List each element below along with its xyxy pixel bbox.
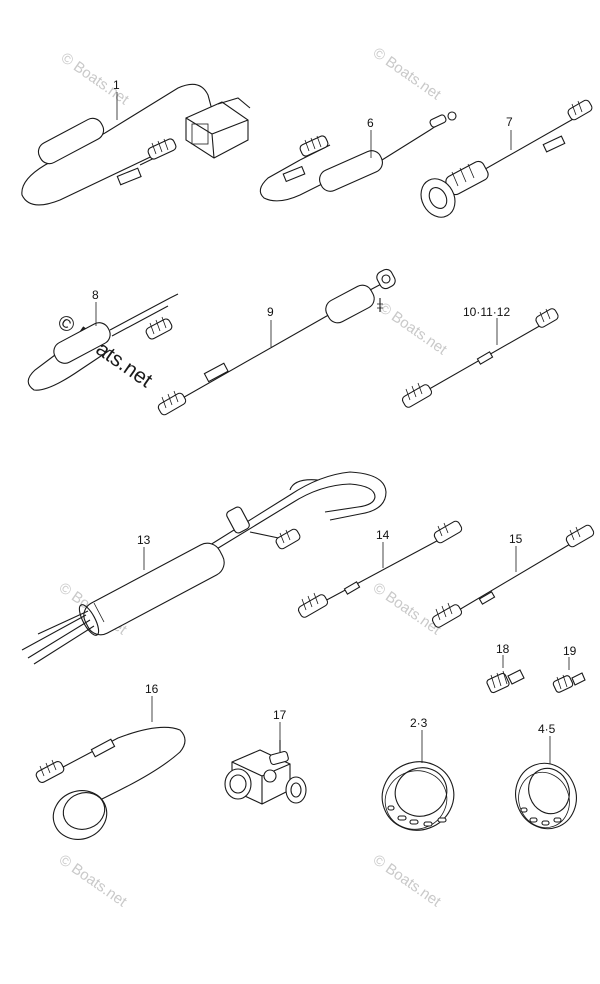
label-part-15: 15 — [509, 532, 523, 546]
label-part-14: 14 — [376, 528, 390, 542]
part-17-t-connector — [224, 740, 307, 805]
part-18-plug — [486, 669, 525, 694]
label-part-10-11-12: 10·11·12 — [463, 305, 510, 319]
label-part-17: 17 — [273, 708, 287, 722]
label-part-8: 8 — [92, 288, 99, 302]
label-part-13: 13 — [137, 533, 151, 547]
part-16-cable-with-cap — [35, 726, 186, 840]
part-13-harness — [21, 471, 387, 665]
part-14-cable — [297, 520, 463, 618]
label-part-16: 16 — [145, 682, 159, 696]
label-part-2-3: 2·3 — [410, 716, 428, 730]
label-part-4-5: 4·5 — [538, 722, 556, 736]
part-19-plug — [552, 672, 586, 693]
label-part-18: 18 — [496, 642, 510, 656]
part-6-cable — [259, 111, 457, 202]
label-part-1: 1 — [113, 78, 120, 92]
part-7-through-hull — [420, 99, 593, 218]
watermark-top-left: © Boats.net — [58, 49, 133, 108]
part-15-cable — [431, 524, 595, 628]
label-part-9: 9 — [267, 305, 274, 319]
part-10-11-12-cable — [401, 308, 559, 408]
label-part-19: 19 — [563, 644, 577, 658]
watermark-bottom-right: © Boats.net — [370, 851, 445, 910]
label-part-6: 6 — [367, 116, 374, 130]
part-4-5-ring — [515, 762, 577, 830]
watermark-mid-right: © Boats.net — [376, 299, 451, 358]
part-1-cable-with-bracket — [21, 83, 251, 206]
watermark-bottom-left: © Boats.net — [56, 851, 131, 910]
part-8-cable — [27, 293, 179, 391]
watermark-lower-right: © Boats.net — [370, 579, 445, 638]
watermark-top-right: © Boats.net — [370, 44, 445, 103]
part-2-3-ring — [381, 761, 455, 831]
label-part-7: 7 — [506, 115, 513, 129]
part-9-cable-with-sensor — [157, 268, 396, 416]
